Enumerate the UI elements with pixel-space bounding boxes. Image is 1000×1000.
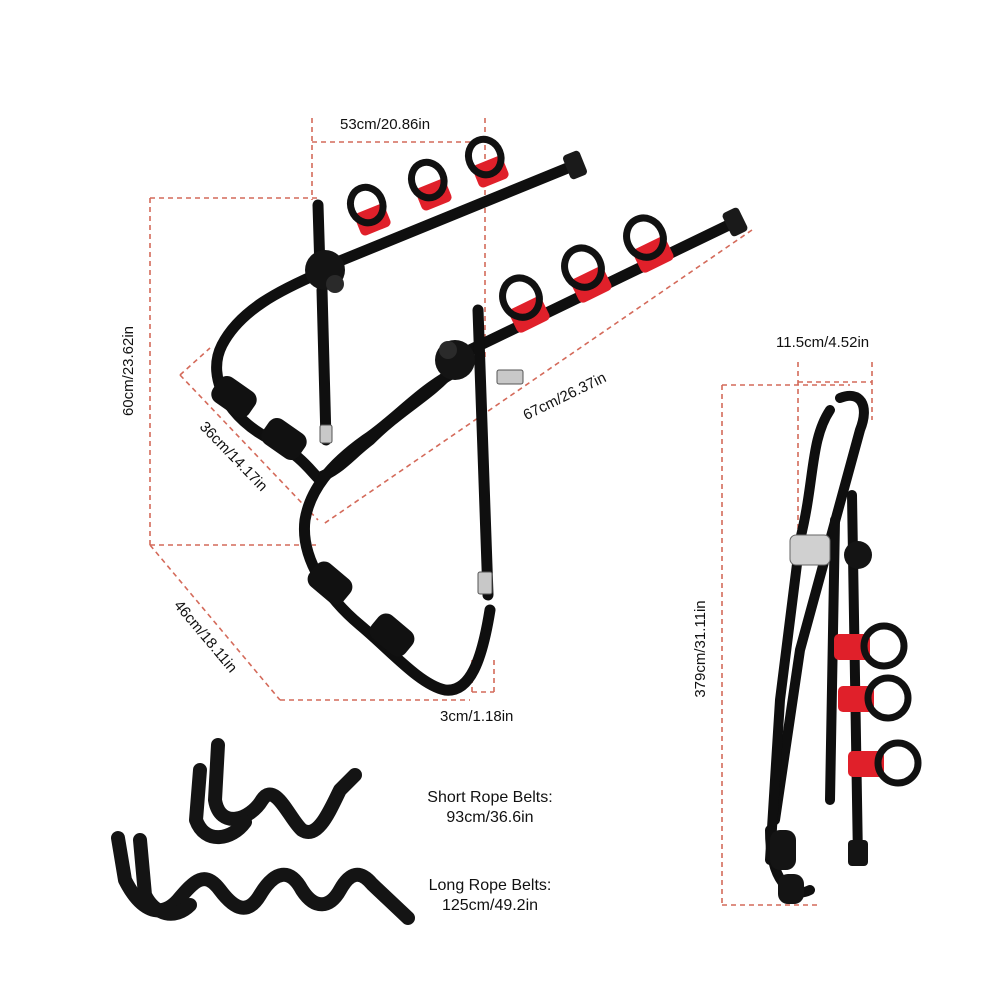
long-belt-title: Long Rope Belts: bbox=[428, 877, 552, 894]
short-belt-size: 93cm/36.6in bbox=[446, 809, 534, 826]
short-belt-1 bbox=[208, 738, 362, 839]
buckle-left bbox=[319, 424, 333, 444]
upper-frame-loop bbox=[211, 266, 456, 484]
long-belt-2 bbox=[133, 833, 197, 921]
height-label: 60cm/23.62in bbox=[120, 325, 137, 417]
folded-arm bbox=[825, 515, 840, 805]
foam-pads bbox=[211, 376, 415, 657]
upper-arm bbox=[324, 159, 581, 271]
upper-arm-cap bbox=[562, 150, 588, 180]
lower-depth-line bbox=[149, 544, 281, 701]
long-belt-caption: Long Rope Belts: 125cm/49.2in bbox=[400, 876, 580, 916]
folded-cap bbox=[848, 840, 868, 866]
rack-folded bbox=[765, 390, 922, 904]
folded-width-label: 11.5cm/4.52in bbox=[776, 334, 870, 351]
buckle-upper bbox=[496, 369, 524, 385]
folded-height-label: 379cm/31.11in bbox=[692, 600, 709, 698]
buckle-lower bbox=[477, 571, 493, 595]
upper-depth-line bbox=[179, 374, 319, 521]
short-belt-caption: Short Rope Belts: 93cm/36.6in bbox=[400, 788, 580, 828]
rack-main bbox=[211, 135, 748, 696]
short-belt-title: Short Rope Belts: bbox=[427, 789, 553, 806]
rope-belts bbox=[111, 738, 415, 925]
right-post bbox=[472, 304, 494, 601]
folded-knob bbox=[844, 541, 872, 569]
long-belt-1 bbox=[111, 831, 415, 925]
tube-label: 3cm/1.18in bbox=[440, 708, 514, 725]
short-belt-2 bbox=[189, 763, 252, 845]
long-belt-size: 125cm/49.2in bbox=[441, 897, 539, 914]
left-knob-center bbox=[326, 275, 344, 293]
folded-pad-2 bbox=[778, 874, 804, 904]
folded-cradles bbox=[834, 622, 922, 787]
right-knob-center bbox=[439, 341, 457, 359]
bike-cradles bbox=[346, 135, 674, 333]
dimension-guides bbox=[149, 118, 873, 906]
folded-clamp bbox=[789, 534, 831, 566]
lower-arm-cap bbox=[722, 207, 748, 237]
top-width-label: 53cm/20.86in bbox=[340, 116, 431, 133]
folded-frame-a bbox=[770, 390, 869, 825]
folded-pad bbox=[770, 830, 796, 870]
arm-length-line bbox=[321, 229, 753, 526]
left-post bbox=[316, 284, 332, 446]
upper-depth-tick bbox=[179, 347, 211, 376]
